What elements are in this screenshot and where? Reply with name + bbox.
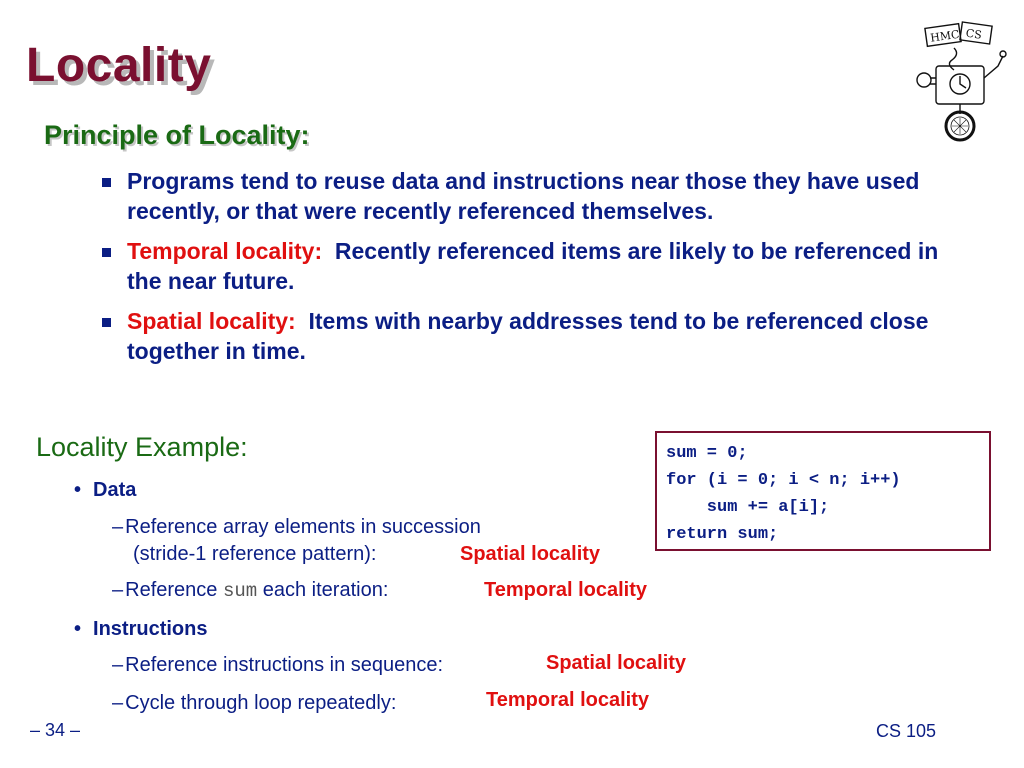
bullet-item: Spatial locality: Items with nearby addr… bbox=[100, 306, 970, 366]
dash-bullet-icon: – bbox=[112, 516, 124, 538]
code-line: return sum; bbox=[666, 525, 779, 544]
code-sum: sum bbox=[222, 580, 258, 602]
tag-spatial-locality: Spatial locality bbox=[460, 543, 601, 565]
dash-bullet-icon: – bbox=[112, 692, 124, 714]
instructions-section-label: •Instructions bbox=[74, 618, 208, 640]
example-heading: Locality Example: bbox=[36, 432, 248, 462]
round-bullet-icon: • bbox=[74, 618, 82, 640]
principle-heading: Principle of Locality: bbox=[44, 120, 310, 150]
bullet-text: Items with nearby addresses tend to be r… bbox=[127, 308, 929, 364]
square-bullet-icon bbox=[102, 318, 111, 327]
data-item-array: –Reference array elements in succession … bbox=[112, 516, 481, 565]
slide-title: Locality bbox=[26, 39, 212, 92]
instruction-item-loop: –Cycle through loop repeatedly: bbox=[112, 692, 397, 714]
dash-bullet-icon: – bbox=[112, 579, 124, 601]
code-snippet-box: sum = 0; for (i = 0; i < n; i++) sum += … bbox=[655, 431, 991, 551]
course-label: CS 105 bbox=[876, 721, 937, 741]
bullet-text: Recently referenced items are likely to … bbox=[127, 238, 939, 294]
code-line: sum += a[i]; bbox=[666, 498, 830, 517]
principle-bullet-list: Programs tend to reuse data and instruct… bbox=[100, 166, 970, 376]
tag-spatial-locality: Spatial locality bbox=[546, 652, 687, 674]
hmc-cs-logo: HMC CS bbox=[916, 21, 1007, 142]
svg-text:CS: CS bbox=[965, 27, 983, 42]
bullet-label: Temporal locality: bbox=[127, 238, 323, 264]
data-item-sum: –Reference sum each iteration: bbox=[112, 579, 389, 602]
svg-text:HMC: HMC bbox=[929, 28, 960, 45]
bullet-text: Programs tend to reuse data and instruct… bbox=[127, 168, 920, 224]
tag-temporal-locality: Temporal locality bbox=[484, 579, 648, 601]
code-line: sum = 0; bbox=[666, 444, 748, 463]
page-number: – 34 – bbox=[30, 720, 81, 740]
round-bullet-icon: • bbox=[74, 479, 82, 501]
instruction-item-sequence: –Reference instructions in sequence: bbox=[112, 654, 444, 676]
code-line: for (i = 0; i < n; i++) bbox=[666, 471, 901, 490]
square-bullet-icon bbox=[102, 178, 111, 187]
bullet-item: Programs tend to reuse data and instruct… bbox=[100, 166, 970, 226]
bullet-label: Spatial locality: bbox=[127, 308, 296, 334]
square-bullet-icon bbox=[102, 248, 111, 257]
tag-temporal-locality: Temporal locality bbox=[486, 689, 650, 711]
dash-bullet-icon: – bbox=[112, 654, 124, 676]
data-section-label: •Data bbox=[74, 479, 137, 501]
bullet-item: Temporal locality: Recently referenced i… bbox=[100, 236, 970, 296]
